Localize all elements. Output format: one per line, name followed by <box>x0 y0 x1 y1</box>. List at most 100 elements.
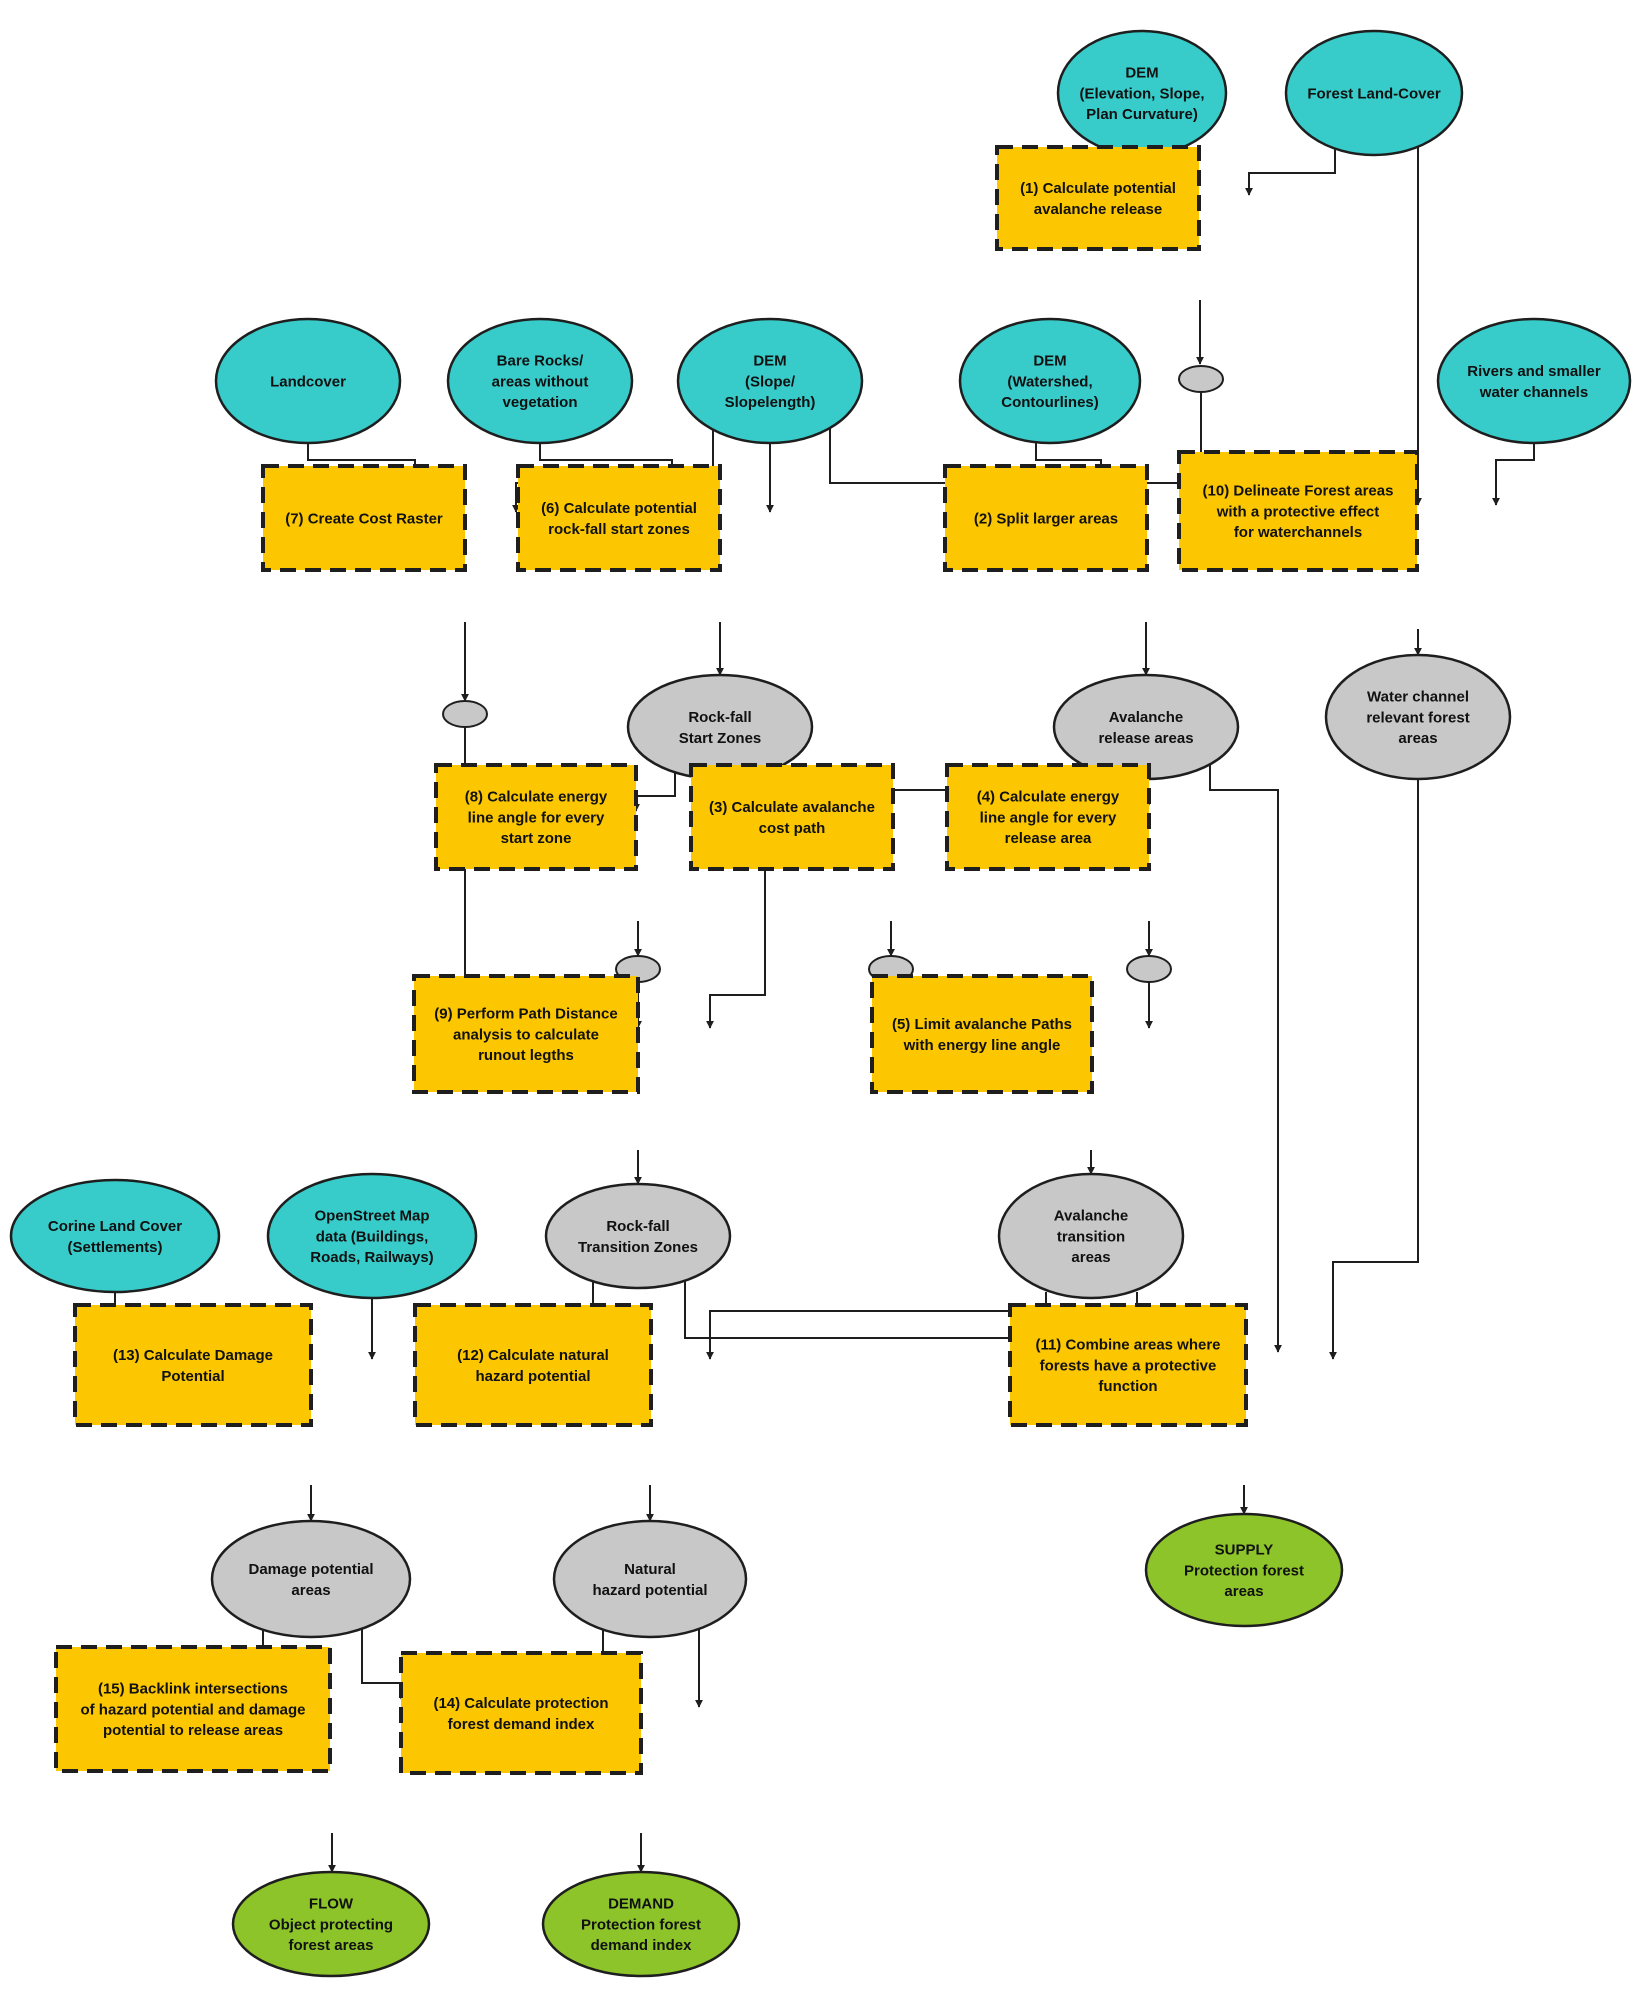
node-label-line: areas without <box>492 373 589 390</box>
node-label-line: (12) Calculate natural <box>457 1347 609 1364</box>
input-data-node-shape <box>1284 29 1464 157</box>
node-label-line: hazard potential <box>475 1368 590 1385</box>
node-corine: Corine Land Cover (Settlements) <box>9 1178 221 1294</box>
process-step-box-shape <box>995 145 1201 251</box>
node-label-line: (9) Perform Path Distance <box>434 1006 617 1023</box>
edge-arrow <box>1245 140 1336 196</box>
input-data-node-shape <box>676 317 864 445</box>
process-step-box-shape <box>413 1303 653 1427</box>
node-label-line: runout legths <box>478 1047 574 1064</box>
node-label-line: Bare Rocks/ <box>497 353 585 370</box>
node-label-line: forest demand index <box>448 1716 595 1733</box>
node-label-line: (3) Calculate avalanche <box>709 799 875 816</box>
node-step9: (9) Perform Path Distance analysis to cal… <box>412 974 640 1094</box>
node-label-line: DEMAND <box>608 1896 674 1913</box>
connector-node <box>1126 955 1172 983</box>
node-label-line: with energy line angle <box>903 1037 1061 1054</box>
node-label-line: Protection forest <box>1184 1562 1304 1579</box>
node-label-line: Corine Land Cover <box>48 1218 182 1235</box>
node-label-line: Plan Curvature) <box>1086 106 1198 123</box>
process-step-box-shape <box>945 763 1151 871</box>
edge-arrow <box>706 1292 1047 1360</box>
node-dem-slope: DEM(Slope/Slopelength) <box>676 317 864 445</box>
input-data-node-shape <box>214 317 402 445</box>
node-flow: FLOW Object protecting forest areas <box>231 1870 431 1978</box>
connector-node <box>442 700 488 728</box>
node-label-line: potential to release areas <box>103 1722 283 1739</box>
node-label-line: Forest Land-Cover <box>1307 85 1441 102</box>
connector-node <box>1178 365 1224 393</box>
node-label-line: Water channel <box>1367 689 1469 706</box>
node-label-line: forest areas <box>288 1937 373 1954</box>
node-label-line: OpenStreet Map <box>314 1208 429 1225</box>
input-data-node-shape <box>958 317 1142 445</box>
node-label-line: Start Zones <box>679 730 762 747</box>
node-label-line: line angle for every <box>468 809 605 826</box>
node-label-line: analysis to calculate <box>453 1026 599 1043</box>
node-label-line: areas <box>291 1582 330 1599</box>
node-label-line: release area <box>1005 830 1092 847</box>
node-step11: (11) Combine areas where forests have a p… <box>1008 1303 1248 1427</box>
node-step7: (7) Create Cost Raster <box>261 464 467 572</box>
node-label-line: line angle for every <box>980 809 1117 826</box>
node-label-line: (11) Combine areas where <box>1035 1337 1220 1354</box>
node-label-line: (Elevation, Slope, <box>1079 85 1204 102</box>
process-step-box-shape <box>261 464 467 572</box>
node-label-line: Transition Zones <box>578 1239 698 1256</box>
node-label-line: Avalanche <box>1054 1208 1128 1225</box>
edge-arrow <box>1492 430 1535 506</box>
node-label-line: (Settlements) <box>67 1239 162 1256</box>
node-landcover: Landcover <box>214 317 402 445</box>
node-label-line: (13) Calculate Damage <box>113 1347 273 1364</box>
output-result-node-shape <box>231 1870 431 1978</box>
edge-arrow <box>706 759 766 1029</box>
node-label-line: Avalanche <box>1109 709 1183 726</box>
node-label-line: (10) Delineate Forest areas <box>1203 483 1394 500</box>
node-label-line: start zone <box>501 830 572 847</box>
node-step12: (12) Calculate natural hazard potential <box>413 1303 653 1427</box>
output-result-node-shape <box>541 1870 741 1978</box>
node-label-line: demand index <box>591 1937 693 1954</box>
process-step-box-shape <box>412 974 640 1094</box>
node-label-line: Protection forest <box>581 1916 701 1933</box>
node-label-line: Contourlines) <box>1001 394 1099 411</box>
node-label-line: data (Buildings, <box>316 1228 429 1245</box>
node-label-line: areas <box>1398 730 1437 747</box>
input-data-node-shape <box>9 1178 221 1294</box>
input-data-node-shape <box>1436 317 1632 445</box>
output-result-node-shape <box>1144 1512 1344 1628</box>
node-label-line: transition <box>1057 1228 1125 1245</box>
node-label-line: function <box>1098 1378 1157 1395</box>
node-dem-elevation: DEM (Elevation, Slope, Plan Curvature) <box>1056 29 1228 157</box>
process-step-box-shape <box>870 974 1094 1094</box>
node-label-line: forests have a protective <box>1040 1357 1217 1374</box>
node-label-line: rock-fall start zones <box>548 521 690 538</box>
input-data-node-shape <box>446 317 634 445</box>
node-demand: DEMAND Protection forest demand index <box>541 1870 741 1978</box>
node-label-line: areas <box>1224 1583 1263 1600</box>
node-label-line: FLOW <box>309 1896 354 1913</box>
node-label-line: (2) Split larger areas <box>974 510 1118 527</box>
node-label-line: water channels <box>1479 384 1588 401</box>
node-label-line: Rock-fall <box>688 709 751 726</box>
node-label-line: (6) Calculate potential <box>541 500 697 517</box>
process-step-box-shape <box>516 464 722 572</box>
node-label-line: for waterchannels <box>1234 524 1362 541</box>
input-data-node-shape <box>266 1172 478 1300</box>
process-step-box-shape <box>689 763 895 871</box>
node-label-line: Object protecting <box>269 1916 393 1933</box>
node-label-line: DEM <box>1033 353 1066 370</box>
node-label-line: DEM <box>1125 65 1158 82</box>
